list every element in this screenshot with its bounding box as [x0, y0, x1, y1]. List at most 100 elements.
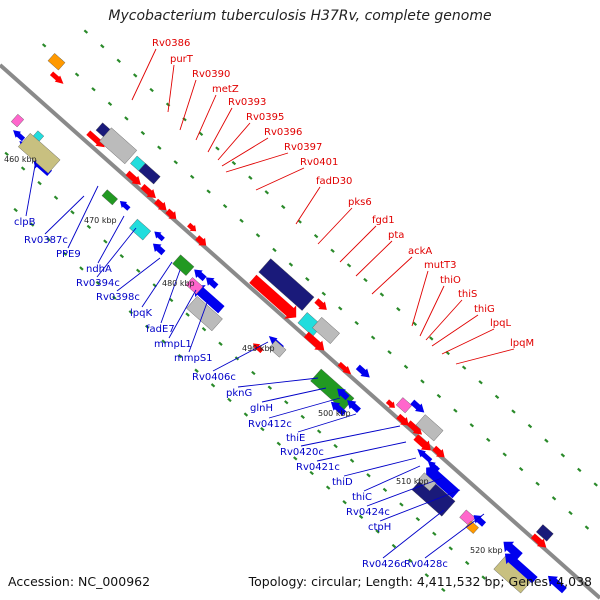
forward-gene-label[interactable]: Rv0390 — [192, 69, 230, 80]
gene-feature[interactable] — [337, 361, 354, 378]
reverse-gene-label[interactable]: clpB — [14, 217, 36, 228]
gene-feature[interactable] — [117, 198, 131, 212]
gene-feature[interactable] — [258, 258, 315, 311]
gene-feature[interactable] — [344, 396, 363, 414]
scale-dot — [518, 466, 524, 472]
reverse-gene-label[interactable]: ndhA — [86, 264, 112, 275]
gene-feature[interactable] — [412, 433, 435, 455]
forward-gene-label[interactable]: pta — [388, 230, 404, 241]
forward-gene-label[interactable]: lpqM — [510, 338, 534, 349]
gene-feature[interactable] — [186, 296, 223, 332]
gene-feature[interactable] — [409, 398, 428, 416]
reverse-gene-label[interactable]: Rv0406c — [192, 372, 236, 383]
gene-feature[interactable] — [124, 169, 144, 188]
forward-gene-label[interactable]: fgd1 — [372, 215, 395, 226]
gene-feature[interactable] — [10, 113, 25, 128]
gene-feature[interactable] — [334, 385, 351, 402]
gene-feature[interactable] — [500, 548, 539, 585]
gene-feature[interactable] — [194, 234, 210, 249]
gene-feature[interactable] — [186, 222, 199, 235]
gene-feature[interactable] — [535, 524, 554, 542]
gene-feature[interactable] — [152, 229, 166, 243]
gene-feature[interactable] — [101, 189, 118, 206]
gene-feature[interactable] — [153, 197, 170, 214]
reverse-gene-label[interactable]: Rv0424c — [346, 507, 390, 518]
gene-feature[interactable] — [395, 412, 412, 429]
reverse-gene-label[interactable]: Rv0412c — [248, 419, 292, 430]
forward-gene-label[interactable]: lpqL — [490, 318, 511, 329]
gene-feature[interactable] — [313, 297, 330, 314]
reverse-gene-label[interactable]: mmpS1 — [174, 353, 213, 364]
forward-gene-label[interactable]: metZ — [212, 84, 239, 95]
reverse-gene-label[interactable]: Rv0421c — [296, 462, 340, 473]
reverse-gene-label[interactable]: mmpL1 — [154, 339, 192, 350]
gene-feature[interactable] — [395, 397, 413, 414]
forward-gene-label[interactable]: Rv0397 — [284, 142, 322, 153]
gene-feature[interactable] — [499, 536, 525, 561]
gene-feature[interactable] — [10, 127, 26, 142]
gene-feature[interactable] — [302, 330, 328, 355]
gene-feature[interactable] — [247, 272, 302, 324]
gene-feature[interactable] — [250, 340, 264, 354]
forward-gene-label[interactable]: Rv0396 — [264, 127, 302, 138]
forward-gene-label[interactable]: pks6 — [348, 197, 372, 208]
forward-gene-label[interactable]: Rv0395 — [246, 112, 284, 123]
gene-feature[interactable] — [328, 398, 348, 417]
gene-feature[interactable] — [49, 70, 66, 87]
gene-feature[interactable] — [470, 511, 487, 528]
gene-feature[interactable] — [189, 280, 227, 316]
reverse-gene-label[interactable]: Rv0428c — [404, 559, 448, 570]
forward-gene-label[interactable]: purT — [170, 54, 194, 65]
gene-feature[interactable] — [17, 133, 61, 174]
gene-feature[interactable] — [420, 461, 462, 501]
reverse-gene-label[interactable]: pknG — [226, 388, 252, 399]
gene-feature[interactable] — [47, 53, 66, 71]
reverse-gene-label[interactable]: PPE9 — [56, 249, 81, 260]
gene-feature[interactable] — [354, 363, 373, 381]
gene-feature[interactable] — [138, 163, 161, 185]
gene-feature[interactable] — [431, 444, 448, 461]
gene-feature[interactable] — [172, 254, 195, 276]
forward-gene-label[interactable]: mutT3 — [424, 260, 456, 271]
reverse-gene-label[interactable]: Rv0420c — [280, 447, 324, 458]
reverse-gene-label[interactable]: thiE — [286, 433, 305, 444]
reverse-gene-label[interactable]: Rv0398c — [96, 292, 140, 303]
reverse-gene-label[interactable]: lpqK — [130, 308, 152, 319]
reverse-gene-label[interactable]: fadE7 — [146, 324, 175, 335]
gene-feature[interactable] — [544, 571, 568, 595]
reverse-gene-label[interactable]: glnH — [250, 403, 273, 414]
gene-feature[interactable] — [312, 317, 340, 344]
gene-feature[interactable] — [164, 207, 180, 222]
forward-gene-label[interactable]: thiS — [458, 289, 477, 300]
gene-feature[interactable] — [191, 266, 208, 283]
forward-gene-label[interactable]: thiO — [440, 275, 461, 286]
gene-feature[interactable] — [415, 446, 434, 464]
forward-gene-label[interactable]: Rv0393 — [228, 97, 266, 108]
gene-feature[interactable] — [405, 419, 425, 438]
gene-feature[interactable] — [139, 182, 159, 201]
reverse-gene-label[interactable]: thiD — [332, 477, 353, 488]
gene-feature[interactable] — [185, 277, 204, 295]
reverse-gene-label[interactable]: Rv0394c — [76, 278, 120, 289]
forward-gene-label[interactable]: Rv0386 — [152, 38, 190, 49]
reverse-gene-label[interactable]: thiC — [352, 492, 372, 503]
reverse-gene-label[interactable]: Rv0426c — [362, 559, 406, 570]
gene-feature[interactable] — [465, 520, 479, 534]
reverse-gene-label[interactable]: Rv0387c — [24, 235, 68, 246]
gene-feature[interactable] — [129, 218, 152, 241]
reverse-gene-label[interactable]: ctpH — [368, 522, 391, 533]
gene-feature[interactable] — [385, 398, 398, 411]
gene-feature[interactable] — [425, 458, 441, 473]
gene-feature[interactable] — [150, 240, 167, 257]
forward-gene-label[interactable]: fadD30 — [316, 176, 352, 187]
forward-gene-label[interactable]: Rv0401 — [300, 157, 338, 168]
gene-feature[interactable] — [530, 532, 550, 551]
gene-feature[interactable] — [415, 414, 444, 442]
gene-feature[interactable] — [85, 129, 108, 151]
gene-feature[interactable] — [203, 274, 220, 291]
forward-gene-label[interactable]: thiG — [474, 304, 495, 315]
gene-feature[interactable] — [99, 127, 138, 165]
forward-gene-label[interactable]: ackA — [408, 246, 432, 257]
gene-feature[interactable] — [268, 340, 287, 358]
gene-feature[interactable] — [417, 472, 437, 492]
